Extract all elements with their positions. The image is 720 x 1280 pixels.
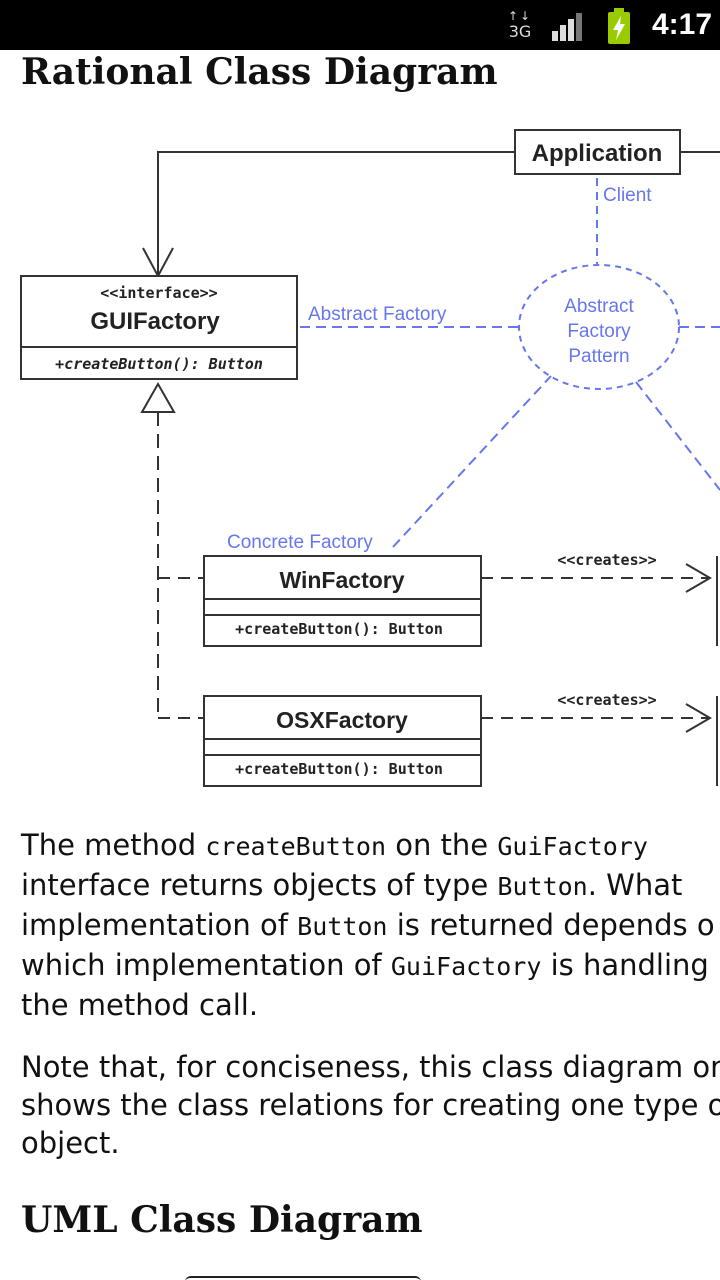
- article-content[interactable]: Rational Class Diagram .mono { font-fami…: [0, 50, 720, 1280]
- application-class: Application: [514, 129, 681, 175]
- signal-strength-icon: [552, 13, 582, 41]
- win-method: +createButton(): Button: [235, 620, 443, 638]
- section-title-uml: UML Class Diagram: [21, 1199, 423, 1241]
- pattern-label-3: Pattern: [568, 346, 629, 367]
- status-bar: ↑↓3G 4:17: [0, 0, 720, 50]
- pattern-label-1: Abstract: [564, 296, 634, 317]
- winfactory-class: WinFactory +createButton(): Button: [203, 555, 482, 647]
- creates-label-1: <<creates>>: [557, 551, 656, 569]
- network-3g-icon: ↑↓3G: [507, 9, 533, 41]
- application-label: Application: [532, 140, 663, 167]
- pattern-label-2: Factory: [567, 321, 631, 342]
- concrete-factory-label: Concrete Factory: [227, 532, 373, 553]
- battery-charging-icon: [608, 8, 630, 44]
- osx-name: OSXFactory: [276, 707, 408, 733]
- creates-label-2: <<creates>>: [557, 691, 656, 709]
- osxfactory-class: OSXFactory +createButton(): Button: [203, 695, 482, 787]
- gui-method: +createButton(): Button: [55, 355, 263, 373]
- client-label: Client: [603, 185, 652, 206]
- section-title-rational: Rational Class Diagram: [21, 51, 498, 93]
- gui-stereotype: <<interface>>: [100, 284, 217, 302]
- abstract-factory-label: Abstract Factory: [308, 304, 447, 325]
- guifactory-class: <<interface>> GUIFactory +createButton()…: [20, 275, 298, 380]
- class-diagram: .mono { font-family:"DejaVu Sans Mono", …: [20, 129, 720, 787]
- clock: 4:17: [652, 8, 713, 41]
- paragraph-note: Note that, for conciseness, this class d…: [21, 1050, 720, 1160]
- win-name: WinFactory: [279, 567, 404, 593]
- osx-method: +createButton(): Button: [235, 760, 443, 778]
- uml-diagram-top: [185, 1276, 421, 1280]
- gui-name: GUIFactory: [90, 308, 220, 335]
- paragraph-create-button: The method createButton on the GuiFactor…: [21, 828, 715, 1022]
